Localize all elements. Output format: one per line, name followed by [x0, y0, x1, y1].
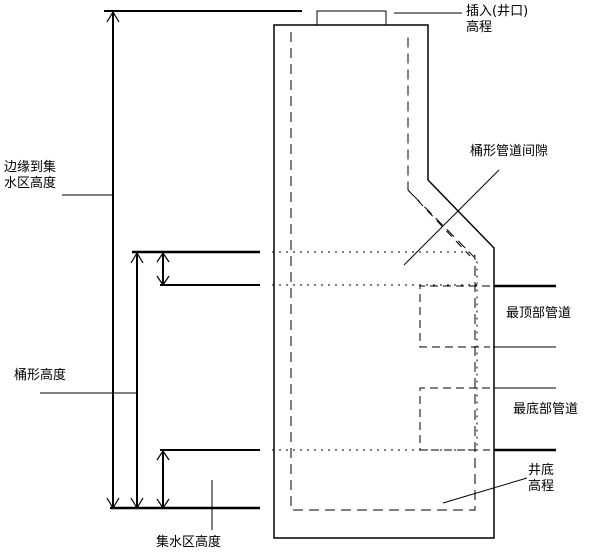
- manhole-inner-dashed-wall: [290, 32, 476, 511]
- sump-height-arrow-bottom: [156, 498, 170, 510]
- well-bottom-leader: [442, 477, 528, 504]
- barrel-top-dotted-line: [272, 251, 478, 450]
- top-pipe-label: 最顶部管道: [506, 306, 572, 321]
- bottom-pipe-opening: [419, 387, 490, 451]
- barrel-height-label: 桶形高度: [14, 368, 67, 383]
- well-bottom-elevation-label-line1: 井底: [528, 463, 555, 478]
- edge-to-sump-height-label: 边缘到集 水区高度: [4, 160, 56, 192]
- well-bottom-elevation-label-line2: 高程: [528, 479, 555, 494]
- barrel-height-arrow-bottom: [130, 497, 144, 510]
- sump-height-arrow-top: [156, 449, 170, 461]
- edge-to-sump-arrow-bottom: [106, 497, 120, 510]
- top-pipe-opening: [419, 285, 490, 348]
- edge-to-sump-arrow-top: [106, 10, 120, 23]
- barrel-pipe-gap-label: 桶形管道间隙: [470, 144, 549, 159]
- barrel-inner-dashed-line: [407, 189, 471, 257]
- bottom-pipe-label: 最底部管道: [513, 402, 579, 417]
- barrel-gap-arrow-top: [156, 251, 170, 263]
- insert-cap: [316, 10, 387, 25]
- sump-height-label: 集水区高度: [156, 535, 222, 550]
- insert-elevation-label-line1: 插入(井口): [466, 4, 529, 19]
- insert-elevation-label-line2: 高程: [466, 20, 493, 35]
- edge-to-sump-height-label-line1: 边缘到集: [4, 160, 57, 175]
- insert-elevation-label: 插入(井口) 高程: [466, 4, 528, 36]
- barrel-gap-arrow-bottom: [156, 275, 170, 287]
- well-bottom-elevation-label: 井底 高程: [528, 463, 554, 495]
- edge-to-sump-height-label-line2: 水区高度: [4, 176, 57, 191]
- manhole-outer-wall: [273, 24, 495, 539]
- barrel-height-arrow-top: [130, 251, 144, 264]
- barrel-gap-leader: [403, 169, 500, 266]
